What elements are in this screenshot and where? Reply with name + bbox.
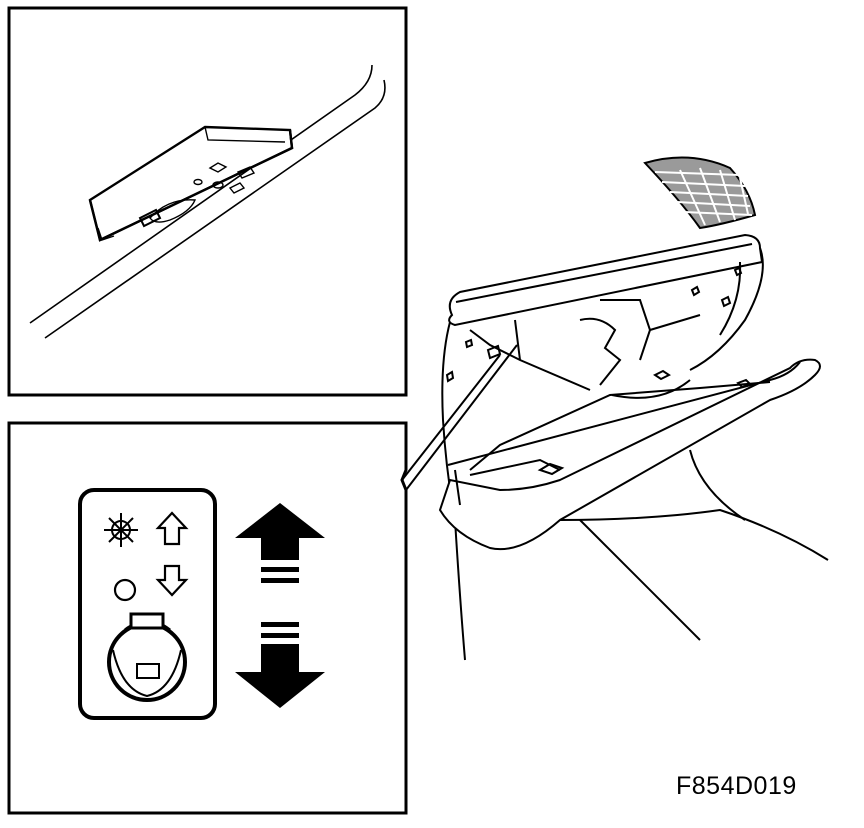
solid-down-arrow-icon <box>235 622 325 708</box>
callout-lines <box>402 345 517 490</box>
up-arrow-outline-icon <box>158 513 186 544</box>
circle-indicator-icon <box>115 580 135 600</box>
control-module-drawing <box>90 127 292 240</box>
module-symbols <box>140 163 254 226</box>
down-arrow-outline-icon <box>158 566 186 595</box>
top-detail-panel <box>9 8 406 395</box>
air-vent <box>645 158 755 228</box>
rotary-knob-icon <box>109 614 185 700</box>
figure-code-label: F854D019 <box>676 772 797 800</box>
bottom-detail-panel <box>9 423 406 813</box>
solid-up-arrow-icon <box>235 503 325 583</box>
control-plate <box>80 490 215 718</box>
snowflake-icon <box>104 513 138 547</box>
glovebox-scene <box>440 158 828 660</box>
